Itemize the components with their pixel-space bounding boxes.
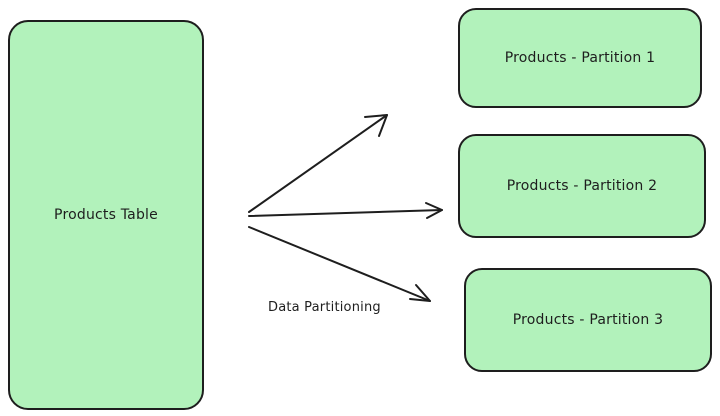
partition-2-label: Products - Partition 2 [506,178,658,194]
partition-3-node: Products - Partition 3 [464,268,712,372]
partition-2-node: Products - Partition 2 [458,134,706,238]
arrow-to-partition-3 [248,226,431,302]
partition-3-label: Products - Partition 3 [512,312,664,328]
products-table-node: Products Table [8,20,204,410]
partition-1-label: Products - Partition 1 [504,50,656,66]
products-table-label: Products Table [54,207,158,223]
data-partitioning-label: Data Partitioning [268,300,381,315]
arrow-to-partition-2 [248,202,443,219]
arrow-to-partition-1 [248,114,388,213]
partition-1-node: Products - Partition 1 [458,8,702,108]
